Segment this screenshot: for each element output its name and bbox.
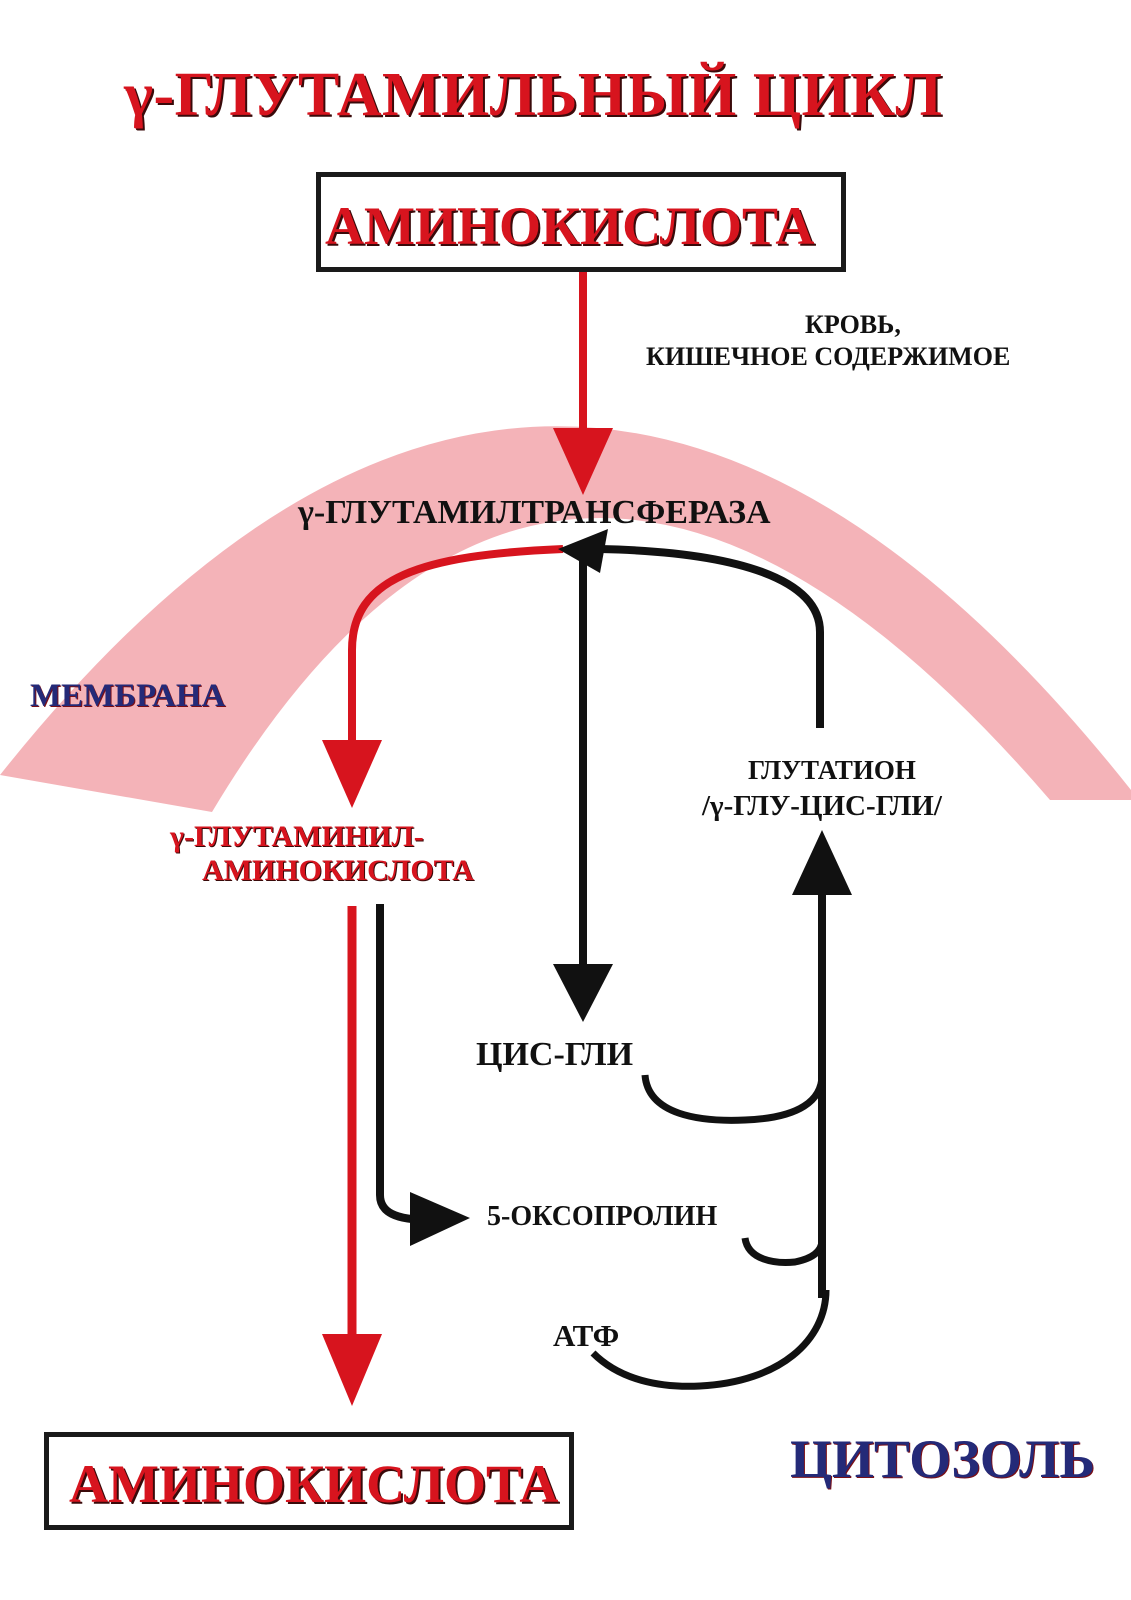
transfer-arrow-head — [322, 740, 382, 808]
uptake-arrow-head — [553, 428, 613, 495]
bottom-amino-acid-box: АМИНОКИСЛОТА — [44, 1432, 574, 1530]
glutathione-line-2: /γ-ГЛУ-ЦИС-ГЛИ/ — [702, 790, 942, 822]
product-line-1: γ-ГЛУТАМИНИЛ- — [170, 820, 424, 853]
glutathione-line-1: ГЛУТАТИОН — [748, 755, 916, 785]
bottom-amino-acid-label: АМИНОКИСЛОТА — [69, 1454, 559, 1514]
membrane-band-shape — [0, 426, 1131, 812]
page-title: γ-ГЛУТАМИЛЬНЫЙ ЦИКЛ — [124, 61, 943, 129]
oxoproline-path — [376, 904, 431, 1224]
membrane-label: МЕМБРАНА — [30, 678, 226, 714]
oxoproline-label: 5-ОКСОПРОЛИН — [487, 1201, 718, 1232]
top-amino-acid-box: АМИНОКИСЛОТА — [316, 172, 846, 272]
oxoproline-arrow-head — [410, 1192, 470, 1246]
source-line-1: КРОВЬ, — [805, 310, 901, 339]
synthesis-arrow-head — [792, 830, 852, 895]
cysgly-label: ЦИС-ГЛИ — [476, 1036, 634, 1073]
atp-label: АТФ — [553, 1318, 620, 1353]
product-line-2: АМИНОКИСЛОТА — [202, 854, 474, 887]
atp-join-curve — [590, 1289, 830, 1390]
top-amino-acid-label: АМИНОКИСЛОТА — [325, 196, 815, 256]
transfer-curve-red — [348, 545, 564, 745]
cysgly-join-curve — [641, 1074, 826, 1124]
enzyme-label: γ-ГЛУТАМИЛТРАНСФЕРАЗА — [298, 494, 771, 531]
source-line-2: КИШЕЧНОЕ СОДЕРЖИМОЕ — [646, 342, 1011, 371]
glutathione-up-curve — [599, 545, 824, 728]
cysgly-arrow-head — [553, 964, 613, 1022]
export-arrow-head — [322, 1334, 382, 1406]
oxoproline-join-curve — [741, 1237, 826, 1266]
glutathione-up-head — [558, 529, 608, 573]
cytosol-label: ЦИТОЗОЛЬ — [790, 1429, 1096, 1489]
